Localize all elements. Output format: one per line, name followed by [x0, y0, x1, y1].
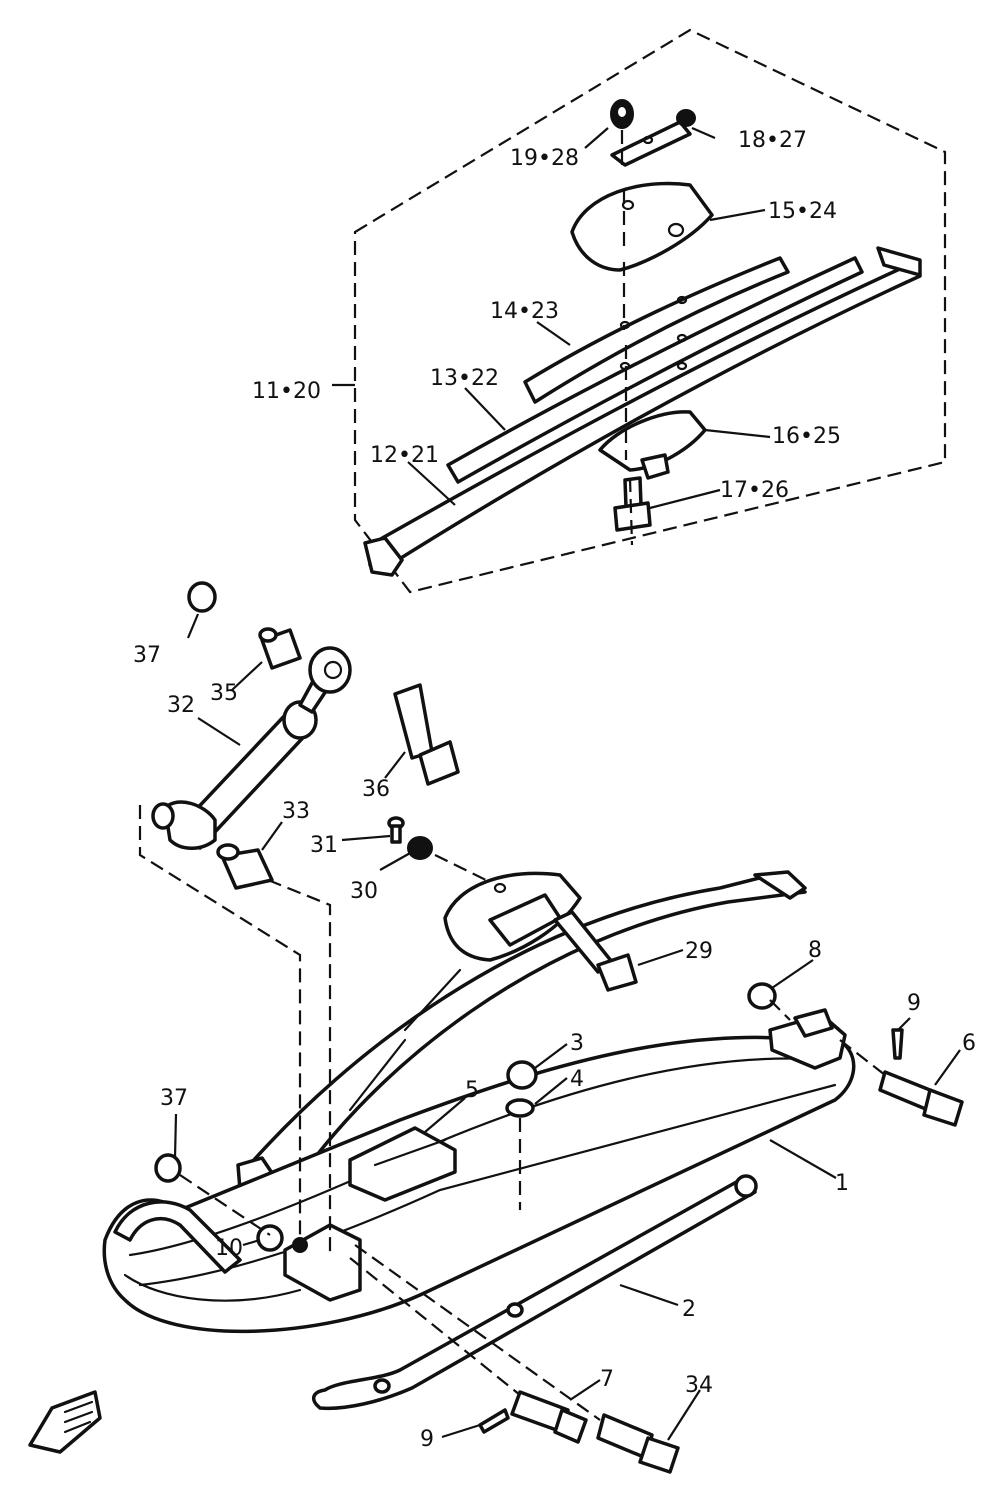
- leader-lines: [173, 126, 961, 1441]
- label-35: 35: [210, 681, 238, 706]
- spring-clamp-top: [570, 181, 714, 272]
- spring-assembly-axis: [620, 130, 634, 546]
- spring-seat-bracket: [348, 1126, 457, 1202]
- wear-bar-skag: [312, 1174, 758, 1411]
- spring-center-bolt: [613, 476, 652, 532]
- label-12-21: 12•21: [370, 443, 439, 468]
- label-9-lower: 9: [420, 1427, 434, 1452]
- label-13-22: 13•22: [430, 366, 499, 391]
- rear-pivot-bolt: [878, 1070, 964, 1127]
- label-16-25: 16•25: [772, 424, 841, 449]
- label-31: 31: [310, 833, 338, 858]
- upper-cotter-pin: [891, 1028, 904, 1060]
- spring-assembly-boundary: [353, 28, 947, 594]
- rear-nut: [747, 982, 777, 1010]
- label-9-upper: 9: [907, 991, 921, 1016]
- label-29: 29: [685, 939, 713, 964]
- ski-body: [102, 1008, 856, 1333]
- short-spring-leaf: [523, 256, 790, 404]
- label-4: 4: [570, 1067, 584, 1092]
- upper-lock-nut: [187, 581, 217, 613]
- shock-absorber: [151, 646, 352, 850]
- label-33: 33: [282, 799, 310, 824]
- front-nut: [256, 1224, 284, 1252]
- label-37-lower: 37: [160, 1086, 188, 1111]
- label-5: 5: [465, 1078, 479, 1103]
- label-7: 7: [600, 1367, 614, 1392]
- hex-nut: [506, 1060, 538, 1090]
- label-30: 30: [350, 879, 378, 904]
- label-11-20: 11•20: [252, 379, 321, 404]
- label-1: 1: [835, 1171, 849, 1196]
- spring-mount-nut: [407, 836, 433, 860]
- label-32: 32: [167, 693, 195, 718]
- lower-collar: [216, 843, 274, 890]
- label-14-23: 14•23: [490, 299, 559, 324]
- front-mount-bolt: [596, 1413, 680, 1474]
- label-15-24: 15•24: [768, 199, 837, 224]
- label-2: 2: [682, 1297, 696, 1322]
- spring-nut-line: [434, 854, 491, 883]
- label-3: 3: [570, 1031, 584, 1056]
- label-10: 10: [215, 1236, 243, 1261]
- front-arrow-icon: [28, 1390, 102, 1454]
- small-bolt: [387, 816, 405, 844]
- spring-pivot-bolt: [553, 910, 638, 992]
- rear-mount-line: [769, 999, 886, 1076]
- axle-line: [349, 1244, 601, 1421]
- label-19-28: 19•28: [510, 146, 579, 171]
- shock-mount-line: [138, 805, 332, 1255]
- label-17-26: 17•26: [720, 478, 789, 503]
- nut-mount-line: [179, 1174, 271, 1236]
- shock-mount-bolt: [393, 683, 460, 786]
- lower-cotter-pin: [478, 1408, 510, 1434]
- front-bolt: [510, 1390, 588, 1444]
- label-36: 36: [362, 777, 390, 802]
- label-37-upper: 37: [133, 643, 161, 668]
- label-34: 34: [685, 1373, 713, 1398]
- spring-clip: [610, 109, 696, 167]
- main-spring-leaf: [363, 246, 922, 577]
- washer: [505, 1098, 535, 1118]
- label-8: 8: [808, 938, 822, 963]
- middle-spring-leaf: [446, 256, 864, 484]
- label-6: 6: [962, 1031, 976, 1056]
- label-18-27: 18•27: [738, 128, 807, 153]
- spring-top-nut: [610, 99, 634, 129]
- upper-collar: [258, 627, 302, 670]
- lower-lock-nut: [154, 1153, 182, 1183]
